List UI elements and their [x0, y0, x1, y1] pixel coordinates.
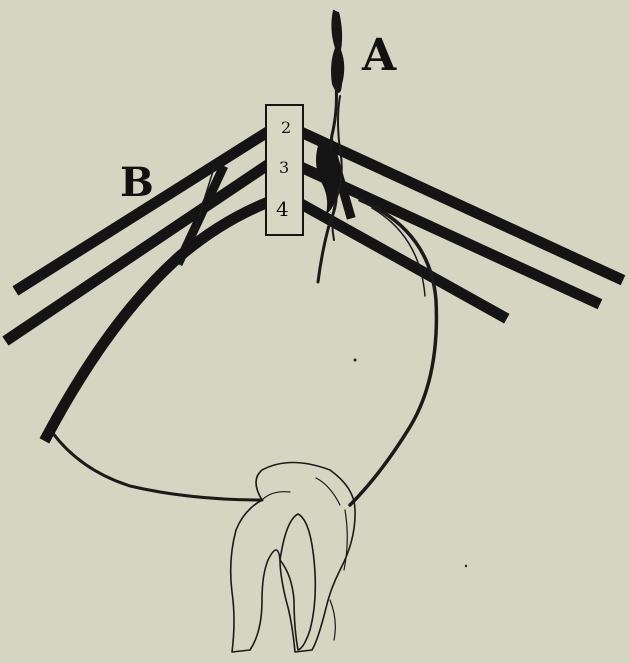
ganglion-a: [316, 10, 343, 282]
spinal-column: 2 3 4: [266, 105, 303, 235]
ganglion-a-swelling: [332, 10, 343, 92]
left-band-2: [20, 133, 266, 288]
right-long-fibres: [350, 200, 436, 505]
organ-inner-lobe: [280, 514, 315, 650]
label-a: A: [361, 30, 397, 81]
right-nerve-bands: [303, 133, 618, 316]
organ-fibre-1: [316, 478, 340, 505]
label-b: B: [120, 159, 154, 206]
segment-label-2: 2: [281, 118, 291, 137]
segment-label-3: 3: [279, 158, 289, 177]
left-descending-nerve: [52, 432, 262, 500]
right-descending-nerve: [350, 200, 436, 505]
speck: [465, 565, 467, 567]
organ-fibre-4: [330, 600, 335, 640]
organ-fibre-3: [262, 492, 290, 500]
speck: [354, 359, 357, 362]
organ-outline: [231, 463, 355, 653]
segment-label-4: 4: [276, 197, 289, 221]
bottom-organ: [231, 463, 355, 653]
